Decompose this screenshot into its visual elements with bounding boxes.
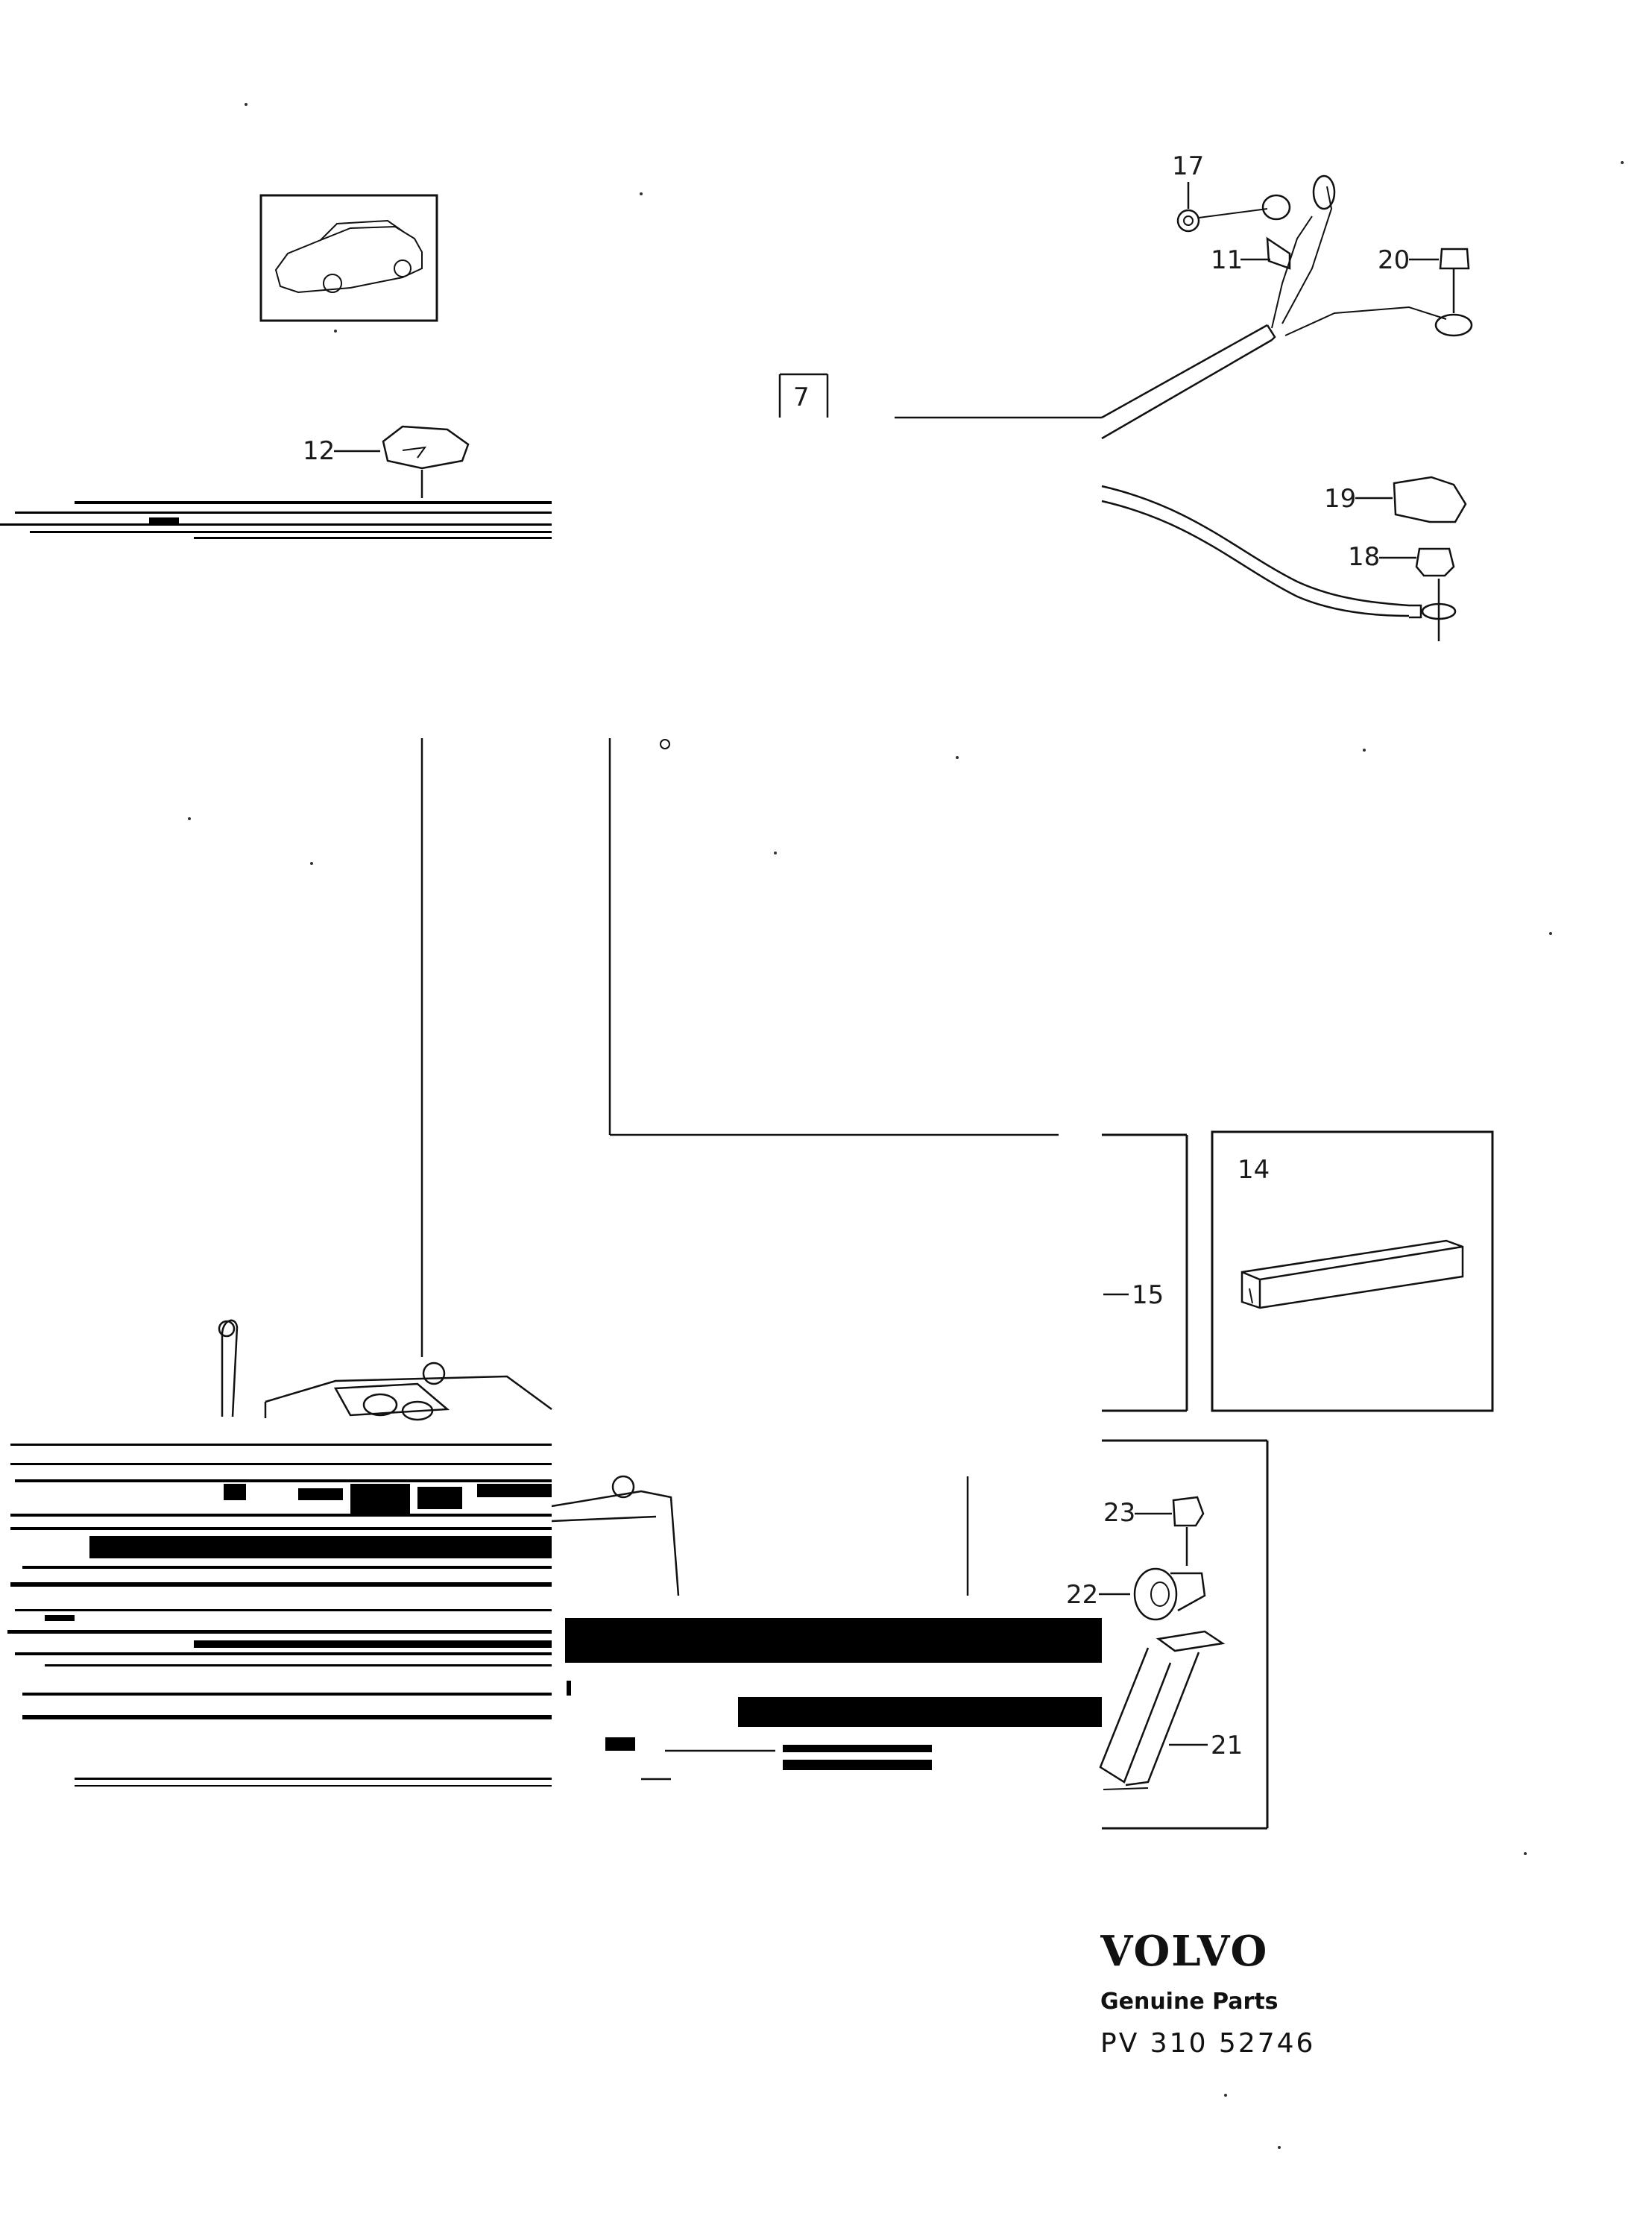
callout-7: 7 xyxy=(793,383,810,412)
callout-19: 19 xyxy=(1324,484,1356,514)
diagram-code: PV 310 52746 xyxy=(1100,2028,1315,2059)
callout-14: 14 xyxy=(1238,1155,1270,1185)
negative-cable-assembly: 19 18 xyxy=(1101,476,1467,641)
callout-7-box: 7 xyxy=(778,373,1102,419)
callout-15: 15 xyxy=(1132,1280,1164,1310)
brand-subtitle: Genuine Parts xyxy=(1100,1989,1279,2015)
scan-artifact-middle xyxy=(7,1444,552,1787)
positive-cable-assembly: 17 11 20 xyxy=(1101,151,1473,440)
car-thumbnail xyxy=(259,194,438,322)
battery-body-fragment xyxy=(551,1475,680,1596)
callout-17: 17 xyxy=(1172,151,1204,181)
leader-lines xyxy=(420,738,1059,1596)
brand-logo: VOLVO xyxy=(1100,1927,1268,1976)
callout-18: 18 xyxy=(1348,542,1380,572)
scan-artifact-bottom xyxy=(565,1618,1102,1781)
callout-23: 23 xyxy=(1103,1498,1135,1528)
battery-fragment xyxy=(218,1319,552,1421)
scan-speckles xyxy=(188,103,1624,2149)
part-14-box: 14 xyxy=(1211,1130,1494,1412)
hold-down-assembly-box: 23 22 21 xyxy=(1066,1439,1269,1830)
scan-artifact-top xyxy=(0,501,552,539)
part-12-terminal-cover: 12 xyxy=(303,425,470,498)
footer-crop-mask xyxy=(1074,1924,1100,2073)
part-15-box: 15 xyxy=(1102,1133,1188,1412)
callout-11: 11 xyxy=(1211,245,1243,275)
brand-footer: VOLVO Genuine Parts PV 310 52746 xyxy=(1100,1927,1315,2059)
callout-21: 21 xyxy=(1211,1731,1243,1760)
callout-22: 22 xyxy=(1066,1580,1098,1610)
callout-12: 12 xyxy=(303,436,335,466)
callout-20: 20 xyxy=(1378,245,1410,275)
